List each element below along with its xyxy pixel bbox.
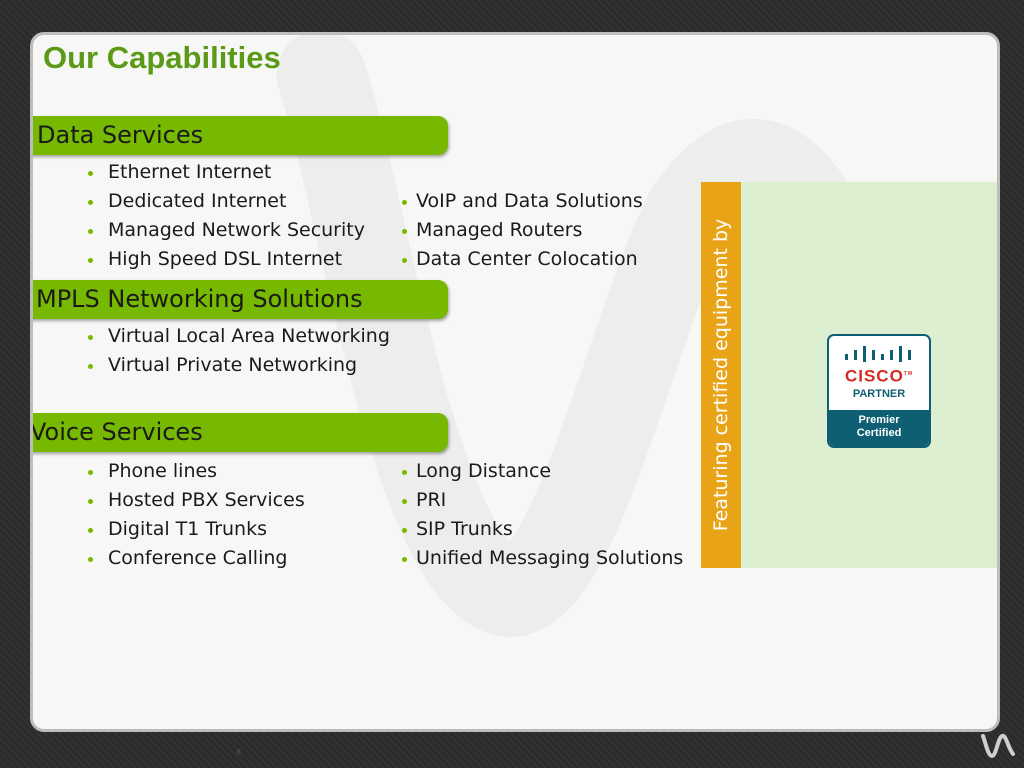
cisco-bars-icon bbox=[845, 346, 911, 362]
list-item: Managed Routers bbox=[402, 216, 643, 245]
list-item: VoIP and Data Solutions bbox=[402, 187, 643, 216]
voice-services-list-right: Long Distance PRI SIP Trunks Unified Mes… bbox=[402, 457, 683, 573]
section-heading-data-services: Data Services bbox=[33, 116, 448, 155]
list-item: High Speed DSL Internet bbox=[88, 245, 365, 274]
cisco-wordmark: CISCOTM bbox=[829, 365, 929, 386]
list-item: Unified Messaging Solutions bbox=[402, 544, 683, 573]
list-item: Managed Network Security bbox=[88, 216, 365, 245]
certification-label: Premier Certified bbox=[829, 410, 929, 446]
mpls-list: Virtual Local Area Networking Virtual Pr… bbox=[88, 322, 390, 380]
list-item: Long Distance bbox=[402, 457, 683, 486]
voice-services-list-left: Phone lines Hosted PBX Services Digital … bbox=[88, 457, 305, 573]
page-title: Our Capabilities bbox=[43, 40, 281, 75]
list-item: Virtual Local Area Networking bbox=[88, 322, 390, 351]
data-services-list-left: Ethernet Internet Dedicated Internet Man… bbox=[88, 158, 365, 274]
list-item: SIP Trunks bbox=[402, 515, 683, 544]
list-item: Dedicated Internet bbox=[88, 187, 365, 216]
list-item: Phone lines bbox=[88, 457, 305, 486]
company-logo-icon bbox=[981, 733, 1015, 759]
cert-line-1: Premier bbox=[858, 414, 900, 426]
section-heading-label: Voice Services bbox=[30, 418, 203, 446]
list-item: Digital T1 Trunks bbox=[88, 515, 305, 544]
section-heading-voice-services: Voice Services bbox=[30, 413, 448, 452]
trademark-symbol: TM bbox=[903, 371, 914, 377]
data-services-list-right: VoIP and Data Solutions Managed Routers … bbox=[402, 187, 643, 274]
cisco-brand-text: CISCO bbox=[844, 366, 904, 386]
partner-label: PARTNER bbox=[852, 387, 906, 400]
section-heading-label: MPLS Networking Solutions bbox=[36, 285, 363, 313]
list-item: Conference Calling bbox=[88, 544, 305, 573]
list-item: Virtual Private Networking bbox=[88, 351, 390, 380]
cert-line-2: Certified bbox=[856, 427, 902, 439]
list-item: Data Center Colocation bbox=[402, 245, 643, 274]
cisco-partner-badge: CISCOTM PARTNER Premier Certified bbox=[827, 334, 931, 448]
section-heading-mpls: MPLS Networking Solutions bbox=[33, 280, 448, 319]
slide: Our Capabilities Data Services Ethernet … bbox=[30, 32, 1000, 732]
list-item: PRI bbox=[402, 486, 683, 515]
section-heading-label: Data Services bbox=[37, 121, 204, 149]
page-number: 8 bbox=[236, 748, 242, 757]
certified-equipment-bar bbox=[701, 182, 741, 568]
list-item: Ethernet Internet bbox=[88, 158, 365, 187]
certified-equipment-text: Featuring certified equipment by bbox=[710, 218, 732, 532]
list-item: Hosted PBX Services bbox=[88, 486, 305, 515]
